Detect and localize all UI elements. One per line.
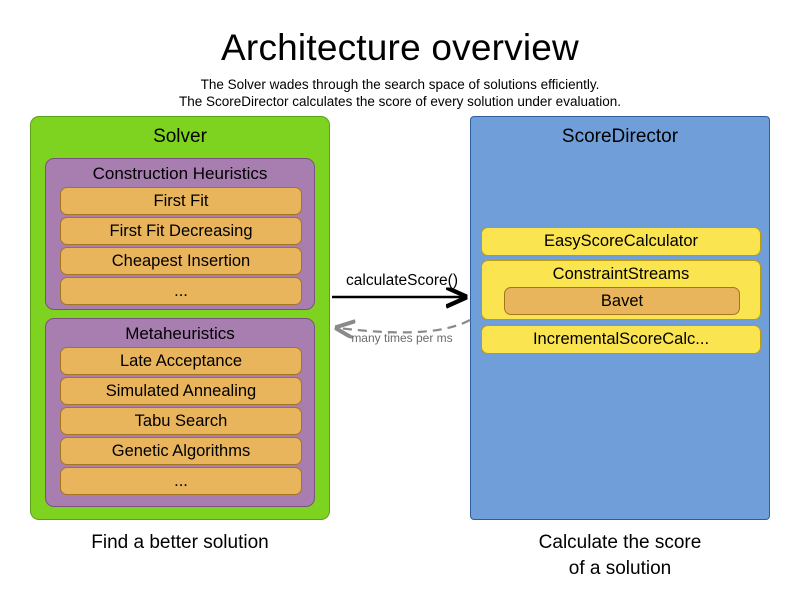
score-director-caption-line-2: of a solution — [568, 558, 672, 579]
algorithm-item-ellipsis: ... — [60, 467, 302, 495]
algorithm-item: Late Acceptance — [60, 347, 302, 375]
algorithm-item-ellipsis: ... — [60, 277, 302, 305]
solver-panel: Solver Construction Heuristics First Fit… — [30, 116, 330, 520]
metaheuristics-title: Metaheuristics — [125, 324, 235, 343]
score-calculator-item: EasyScoreCalculator — [481, 227, 761, 256]
subtitle-line-2: The ScoreDirector calculates the score o… — [179, 94, 621, 109]
construction-heuristics-title: Construction Heuristics — [92, 164, 268, 183]
score-director-caption-line-1: Calculate the score — [538, 532, 702, 553]
algorithm-item: Cheapest Insertion — [60, 247, 302, 275]
score-director-panel-title: ScoreDirector — [561, 126, 679, 147]
calculate-score-label: calculateScore() — [346, 272, 458, 289]
algorithm-item: Genetic Algorithms — [60, 437, 302, 465]
algorithm-item: Simulated Annealing — [60, 377, 302, 405]
diagram-header: Architecture overview The Solver wades t… — [0, 0, 800, 110]
score-calculator-item: IncrementalScoreCalc... — [481, 325, 761, 354]
score-director-caption: Calculate the score of a solution — [470, 530, 770, 582]
bavet-item: Bavet — [504, 287, 740, 315]
score-calculator-item: ConstraintStreams Bavet — [481, 260, 761, 320]
score-director-panel: ScoreDirector EasyScoreCalculator Constr… — [470, 116, 770, 520]
algorithm-item: First Fit Decreasing — [60, 217, 302, 245]
construction-heuristics-group: Construction Heuristics First Fit First … — [45, 158, 315, 310]
algorithm-item: First Fit — [60, 187, 302, 215]
subtitle-line-1: The Solver wades through the search spac… — [200, 77, 600, 92]
page-title: Architecture overview — [221, 27, 579, 68]
solver-caption: Find a better solution — [91, 532, 269, 553]
solver-panel-title: Solver — [153, 126, 207, 147]
algorithm-item: Tabu Search — [60, 407, 302, 435]
constraint-streams-label: ConstraintStreams — [552, 265, 690, 283]
many-times-per-ms-label: many times per ms — [351, 331, 453, 345]
metaheuristics-group: Metaheuristics Late Acceptance Simulated… — [45, 318, 315, 507]
